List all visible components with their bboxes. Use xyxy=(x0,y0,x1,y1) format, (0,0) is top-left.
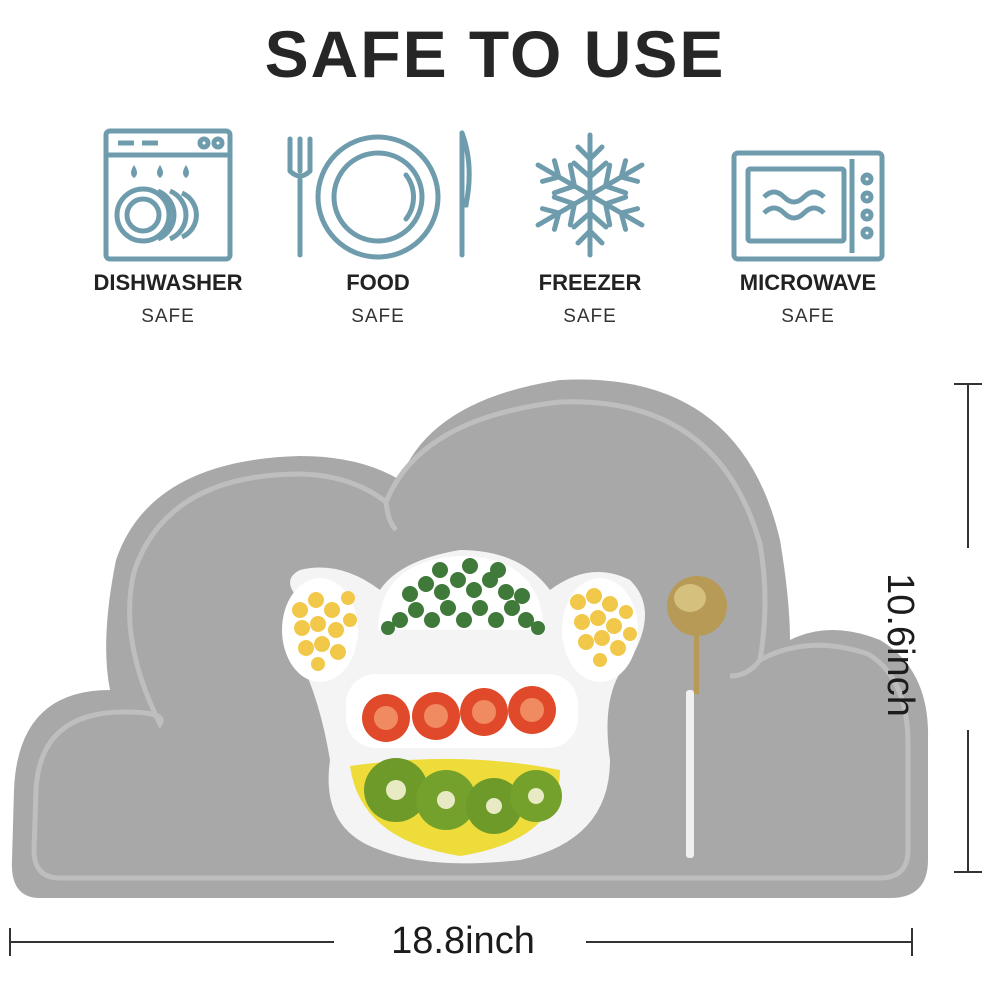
gold-spoon xyxy=(667,576,727,858)
dishwasher-icon xyxy=(103,128,233,262)
placemat-rim-curve xyxy=(729,658,762,679)
width-label: 18.8inch xyxy=(391,920,535,962)
feature-food: FOOD SAFE xyxy=(278,125,478,327)
kiwi-food xyxy=(364,758,562,834)
width-dimension-line xyxy=(9,928,913,956)
plate-cutlery-icon xyxy=(287,130,472,260)
corn-food xyxy=(292,588,637,671)
height-dimension-line xyxy=(954,383,982,873)
feature-sub: SAFE xyxy=(781,306,835,327)
placemat-rim xyxy=(31,399,911,881)
feature-label: FREEZER xyxy=(538,270,642,295)
tomatoes-food xyxy=(362,686,556,742)
feature-dishwasher: DISHWASHER SAFE xyxy=(68,125,268,327)
feature-label: DISHWASHER xyxy=(93,270,243,295)
feature-sub: SAFE xyxy=(141,306,195,327)
feature-sub: SAFE xyxy=(563,306,617,327)
peas-food xyxy=(381,558,545,635)
feature-freezer: FREEZER SAFE xyxy=(490,125,690,327)
placemat-rim-curve xyxy=(383,501,398,532)
feature-sub: SAFE xyxy=(351,306,405,327)
page-title: SAFE TO USE xyxy=(264,17,726,91)
feature-microwave: MICROWAVE SAFE xyxy=(708,125,908,327)
feature-label: MICROWAVE xyxy=(739,270,877,295)
height-label: 10.6inch xyxy=(879,573,921,717)
feature-label: FOOD xyxy=(346,270,410,295)
snowflake-icon xyxy=(535,132,645,258)
microwave-icon xyxy=(731,150,885,262)
